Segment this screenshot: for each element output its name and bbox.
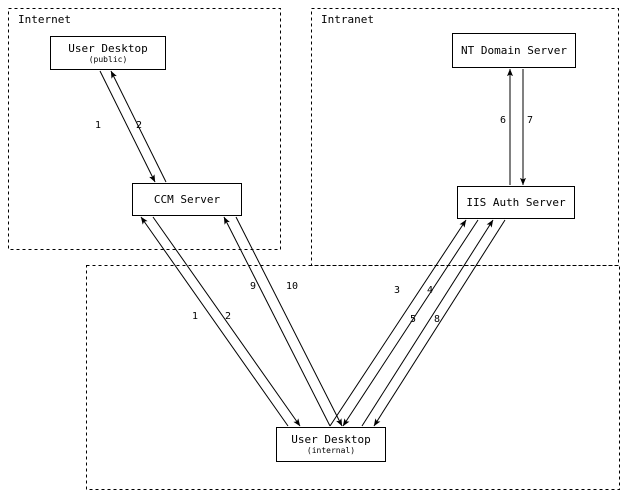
flow-label-6: 6 — [500, 115, 507, 126]
node-title: CCM Server — [153, 193, 221, 206]
connector-3-internal-desktop-to-iis — [329, 219, 467, 427]
connector-4-iis-to-internal-desktop — [342, 219, 479, 427]
node-ccm-server[interactable]: CCM Server — [132, 183, 242, 216]
flow-label-1b: 1 — [192, 311, 199, 322]
zone-label-intranet: Intranet — [321, 13, 374, 26]
zone-internet-boundary — [8, 8, 281, 250]
connector-2b-ccm-to-internal-desktop — [152, 216, 301, 427]
node-title: IIS Auth Server — [466, 196, 566, 209]
flow-label-8: 8 — [434, 314, 441, 325]
connector-9-internal-desktop-to-ccm — [223, 216, 331, 427]
node-title: User Desktop — [68, 41, 148, 55]
node-user-desktop-public[interactable]: User Desktop (public) — [50, 36, 166, 70]
flow-label-2b: 2 — [225, 311, 232, 322]
flow-label-2: 2 — [136, 120, 143, 131]
node-iis-auth-server[interactable]: IIS Auth Server — [457, 186, 575, 219]
zone-internal-lan-boundary — [86, 265, 620, 490]
flow-label-4: 4 — [427, 285, 434, 296]
flow-label-3: 3 — [394, 285, 401, 296]
flow-label-7: 7 — [527, 115, 534, 126]
node-subtitle: (public) — [88, 54, 128, 64]
node-user-desktop-internal[interactable]: User Desktop (internal) — [276, 427, 386, 462]
flow-label-1: 1 — [95, 120, 102, 131]
connector-1-public-desktop-to-ccm — [99, 70, 156, 183]
node-nt-domain-server[interactable]: NT Domain Server — [452, 33, 576, 68]
connector-8-iis-to-internal-desktop — [373, 219, 506, 427]
connector-5-internal-desktop-to-iis — [361, 219, 494, 427]
flow-label-5: 5 — [410, 314, 417, 325]
node-title: User Desktop — [291, 433, 371, 446]
flow-label-9: 9 — [250, 281, 257, 292]
connector-1b-internal-desktop-to-ccm — [140, 216, 289, 427]
zone-label-internet: Internet — [18, 13, 71, 26]
node-subtitle: (internal) — [306, 446, 356, 455]
node-title: NT Domain Server — [461, 44, 567, 57]
connector-2-ccm-to-public-desktop — [110, 70, 167, 183]
flow-label-10: 10 — [286, 281, 299, 292]
connector-10-ccm-to-internal-desktop — [235, 216, 343, 427]
